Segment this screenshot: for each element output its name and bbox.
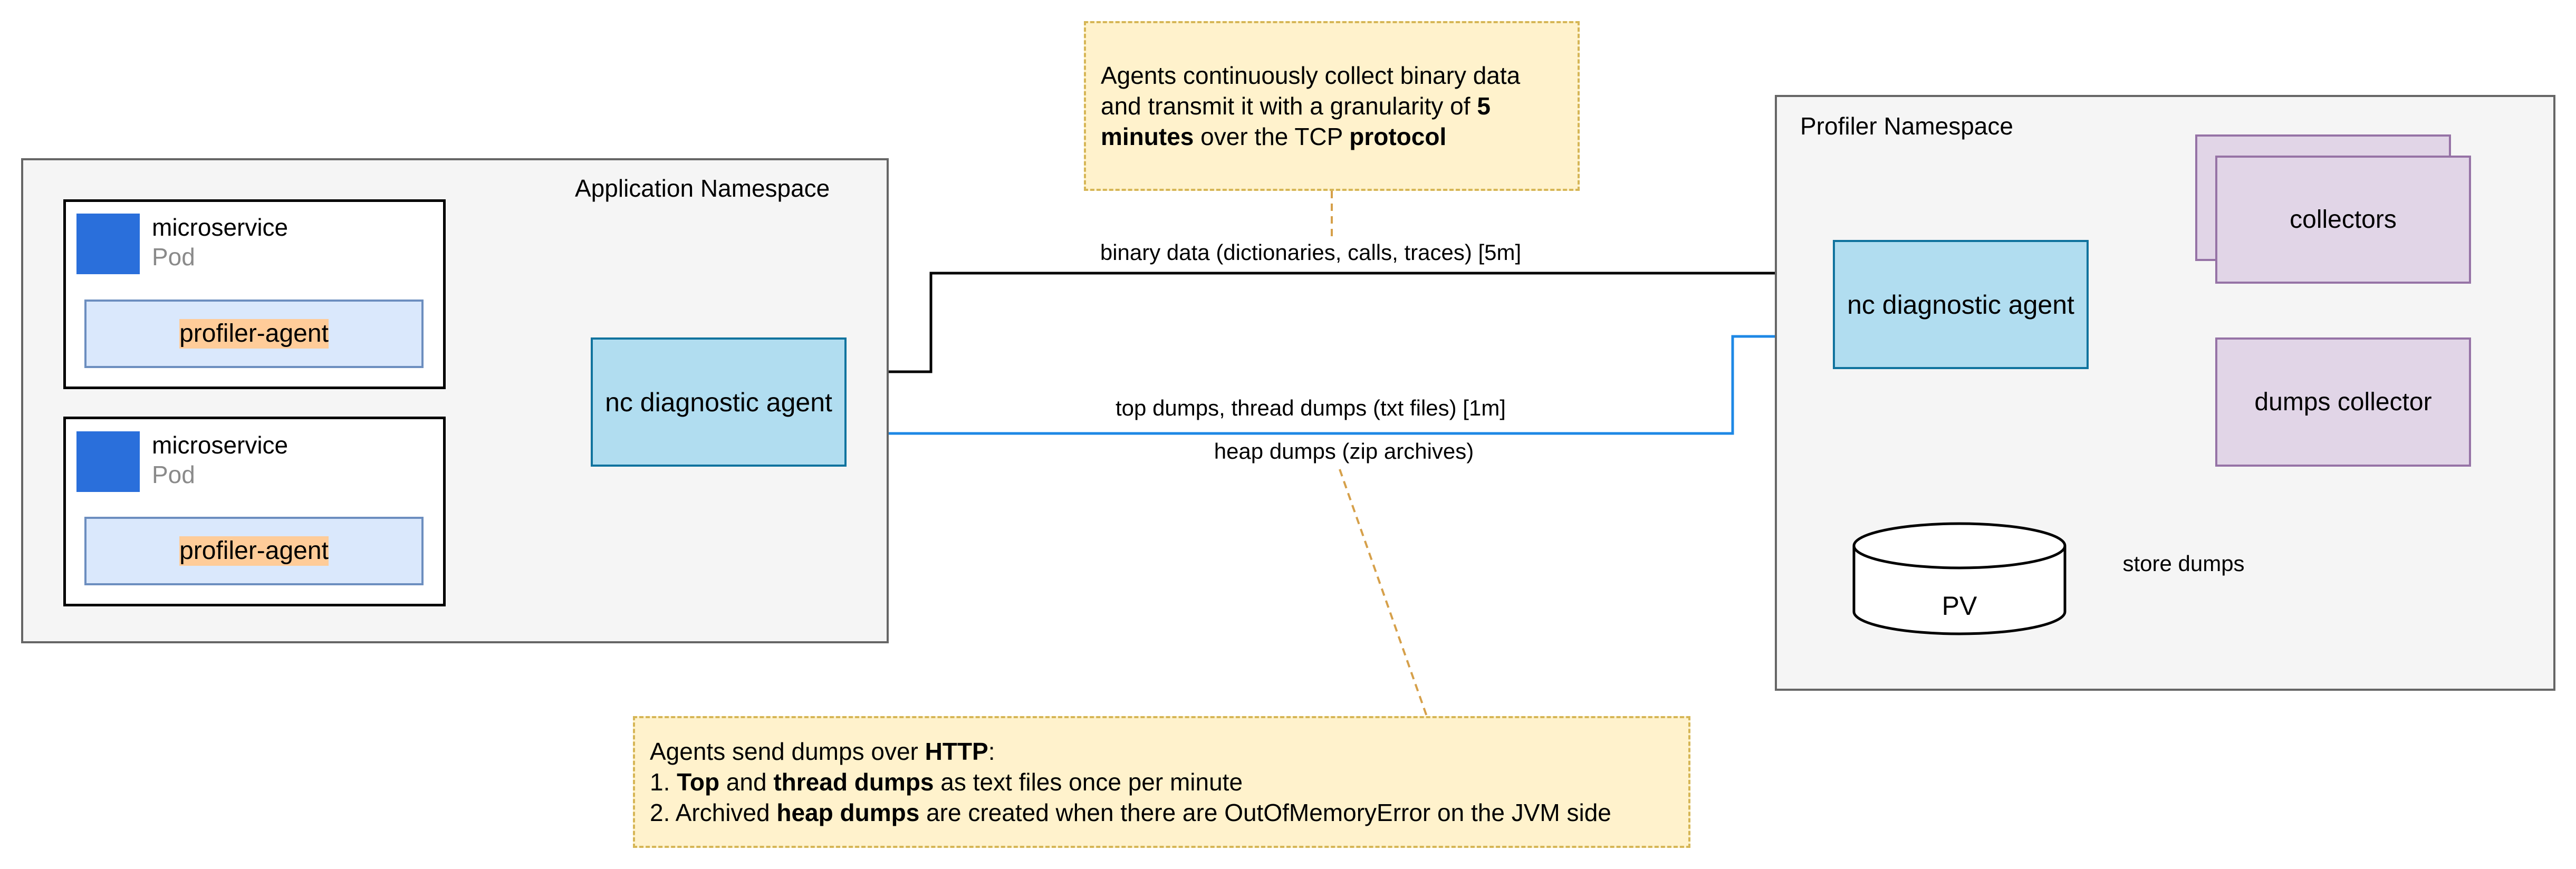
profiler-agent-1: profiler-agent [84,300,424,368]
edge-binary-data [847,260,1835,373]
pod-name: microservice [152,431,289,459]
pod-name: microservice [152,214,289,241]
note-text: as text files once per minute [934,768,1243,796]
note-text: are created when there are OutOfMemoryEr… [919,799,1611,826]
note-bottom-connector [1339,469,1428,717]
pod-icon [76,431,140,492]
note-text: 1. [650,768,677,796]
note-text: 2. Archived [650,799,777,826]
application-namespace-title: Application Namespace [575,175,830,202]
note-bold: protocol [1349,123,1447,150]
dumps-collector: dumps collector [2215,337,2471,467]
note-bold: 5 minutes [1101,92,1491,150]
pod-icon [76,214,140,274]
note-bold: HTTP [925,738,988,765]
profiler-agent-label: profiler-agent [179,319,329,349]
pod-kind: Pod [152,461,195,488]
note-binary-data: Agents continuously collect binary data … [1084,21,1580,191]
collectors: collectors [2215,156,2471,284]
profiler-agent-label: profiler-agent [179,536,329,566]
profiler-nc-diagnostic-agent: nc diagnostic agent [1833,240,2089,369]
pod-kind: Pod [152,243,195,271]
note-bold: heap dumps [776,799,920,826]
note-text: : [988,738,995,765]
note-text: over the TCP [1194,123,1350,150]
note-text: and [719,768,774,796]
edge-label-store-dumps: store dumps [2122,551,2245,576]
profiler-agent-2: profiler-agent [84,517,424,585]
note-dumps-http: Agents send dumps over HTTP: 1. Top and … [633,716,1690,848]
pv-storage [1852,522,2066,635]
edge-label-binary-data: binary data (dictionaries, calls, traces… [1100,240,1522,265]
note-dumps-http-text: Agents send dumps over HTTP: 1. Top and … [650,736,1611,828]
profiler-namespace-title: Profiler Namespace [1800,112,2013,140]
edge-label-heap-dumps: heap dumps (zip archives) [1214,439,1474,464]
note-text: Agents send dumps over [650,738,925,765]
note-bold: Top [677,768,720,796]
note-bold: thread dumps [773,768,934,796]
edge-label-top-dumps: top dumps, thread dumps (txt files) [1m] [1116,395,1506,420]
note-binary-data-text: Agents continuously collect binary data … [1101,60,1563,152]
pv-label: PV [1941,591,1977,621]
note-text: Agents continuously collect binary data … [1101,62,1521,120]
app-nc-diagnostic-agent: nc diagnostic agent [591,337,847,467]
